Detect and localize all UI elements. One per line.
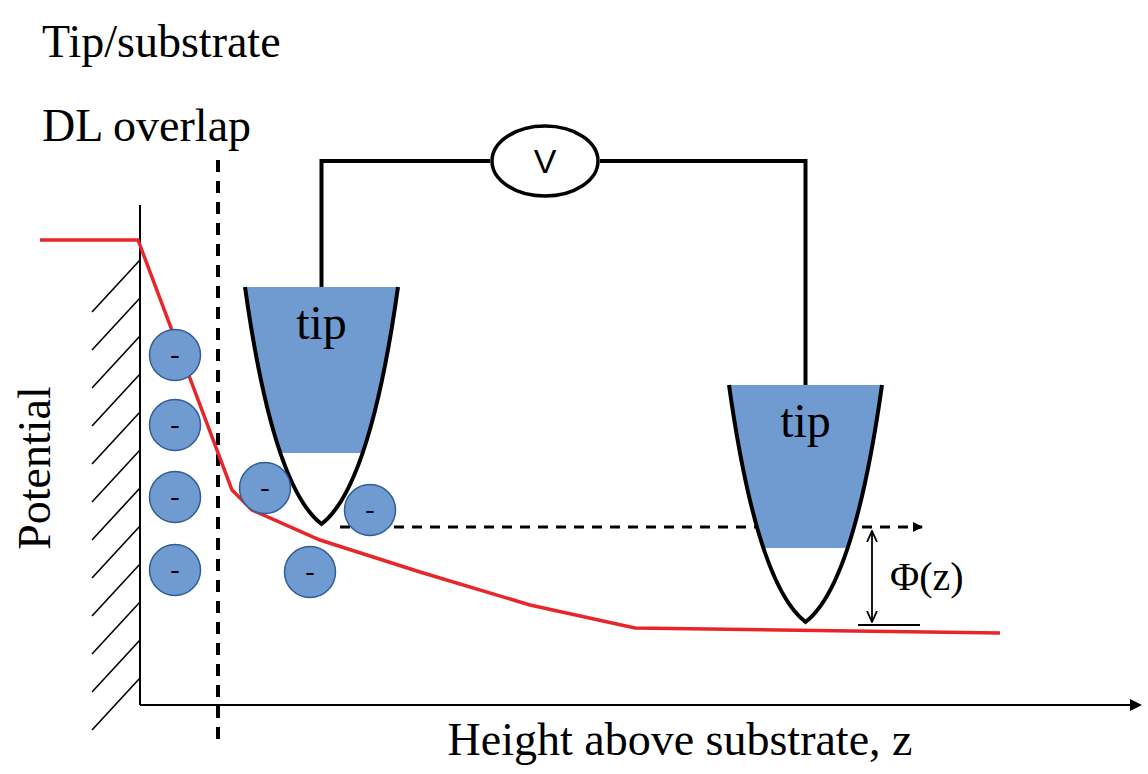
- charge-sign: -: [343, 483, 397, 535]
- wire: [322, 161, 491, 287]
- dimension-label: Φ(z): [888, 552, 966, 602]
- wire: [600, 161, 806, 385]
- probe-tip: tip: [727, 385, 884, 625]
- axis-title: Height above substrate, z: [300, 712, 1060, 768]
- phi-dimension: [871, 531, 873, 622]
- charge-sign: -: [148, 328, 202, 380]
- height-axis: [140, 704, 1140, 706]
- hatch-stroke: [92, 602, 140, 654]
- ion-circle: -: [343, 483, 397, 537]
- charge-sign: -: [283, 545, 337, 597]
- potential-curve: [40, 240, 1000, 633]
- tip-label: tip: [243, 287, 400, 351]
- hatch-stroke: [92, 374, 140, 426]
- hatch-stroke: [92, 678, 140, 730]
- substrate-hatching: [92, 260, 140, 730]
- charge-sign: -: [238, 461, 292, 513]
- hatch-stroke: [92, 336, 140, 388]
- hatch-stroke: [92, 450, 140, 502]
- charge-sign: -: [148, 398, 202, 450]
- hatch-stroke: [92, 298, 140, 350]
- ion-circle: -: [148, 543, 202, 597]
- hatch-stroke: [92, 412, 140, 464]
- voltmeter-circle: V: [490, 124, 600, 198]
- ion-circle: -: [283, 545, 337, 599]
- ion-circle: -: [148, 470, 202, 524]
- ion-circle: -: [238, 461, 292, 515]
- overlap-label: Tip/substrate DL overlap: [42, 0, 342, 168]
- hatch-stroke: [92, 260, 140, 312]
- hatch-stroke: [92, 564, 140, 616]
- hatch-stroke: [92, 526, 140, 578]
- reference-tick: [858, 624, 920, 626]
- hatch-stroke: [92, 488, 140, 540]
- hatch-stroke: [92, 640, 140, 692]
- meter-symbol: V: [490, 124, 600, 198]
- potential-axis: [139, 205, 141, 705]
- charge-sign: -: [148, 543, 202, 595]
- axis-title: Potential: [7, 338, 63, 598]
- charge-sign: -: [148, 470, 202, 522]
- tip-label: tip: [727, 385, 884, 449]
- ion-circle: -: [148, 398, 202, 452]
- ion-circle: -: [148, 328, 202, 382]
